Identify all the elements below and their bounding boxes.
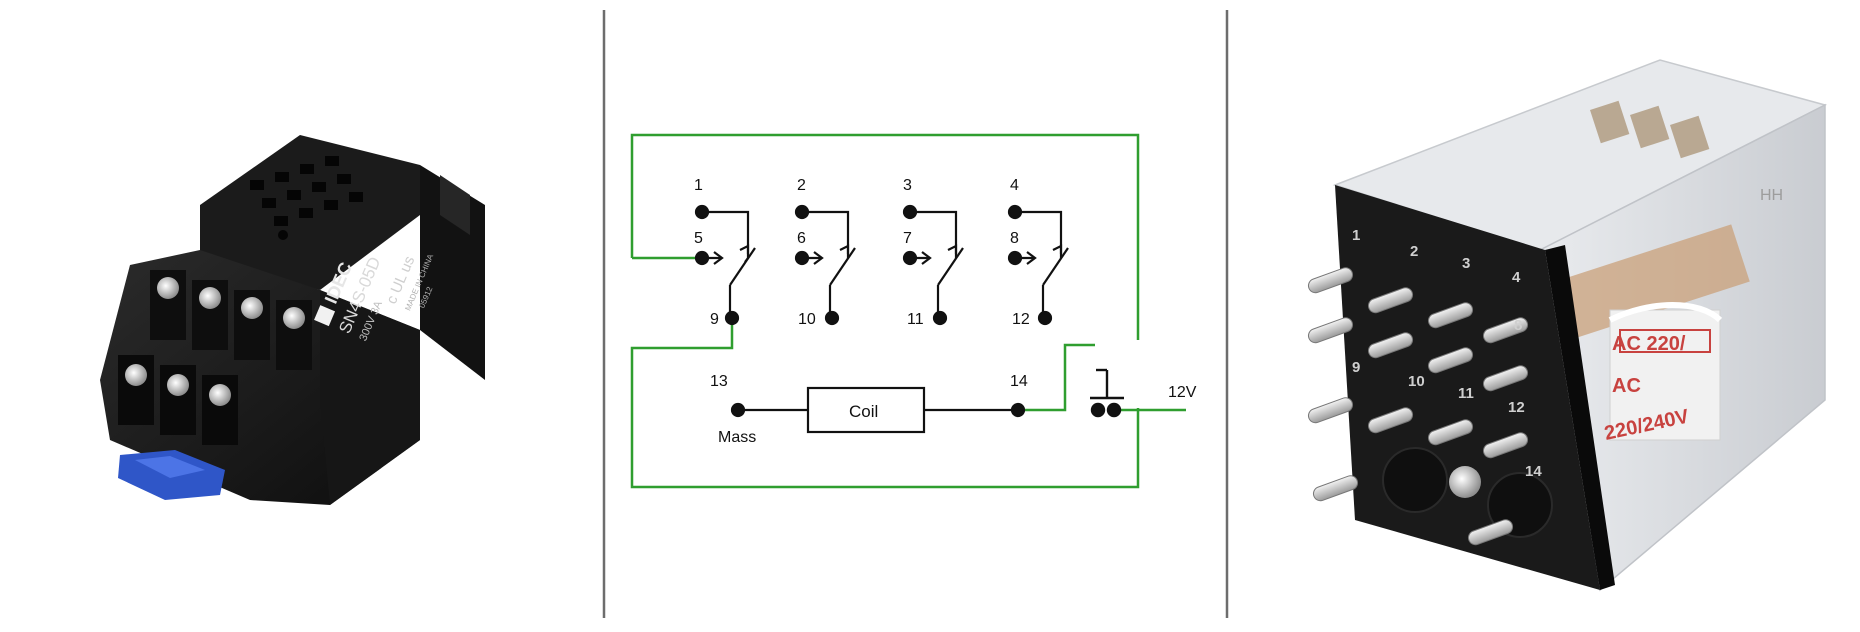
wire-top-loop [630,133,1140,340]
ground-label: Mass [718,429,756,446]
terminal-label-9: 9 [710,311,719,328]
relay-base-edge [1545,245,1615,590]
terminal-label-10: 10 [798,311,816,328]
relay-side-brand: HH [1760,187,1783,204]
terminal-label-7: 7 [903,230,912,247]
screw-icon [209,384,231,406]
relay-socket-photo: IDEC SN4S-05D 300V 3A c UL us MADE IN CH… [100,135,485,505]
wire-from-14 [1018,343,1095,412]
relay-coil-well-left [1382,447,1448,513]
terminal-label-11: 11 [907,311,924,328]
push-button-switch [1090,368,1124,418]
terminal-label-4: 4 [1010,177,1019,194]
wire-from-9 [630,318,1140,489]
coil-circuit [730,386,1026,434]
relay-schematic: 1 2 3 4 5 6 7 8 9 10 11 12 13 14 Coil Ma… [630,133,1197,489]
screw-icon [241,297,263,319]
relay-pin-label-11: 11 [1458,385,1474,402]
relay-pin-label-9: 9 [1352,359,1360,376]
relay-pin-label-8: 8 [1514,317,1522,334]
relay-internals: AC 220/ AC 220/240V HH [1559,100,1783,445]
terminal-label-3: 3 [903,177,912,194]
terminal-label-2: 2 [797,177,806,194]
socket-side-face [320,290,420,505]
relay-pin-label-14: 14 [1525,463,1542,480]
relay-pin-labels: 1 2 3 4 8 9 10 11 12 14 [1352,227,1542,480]
relay-pin-label-2: 2 [1410,243,1418,260]
terminal-label-8: 8 [1010,230,1019,247]
terminal-label-5: 5 [694,230,703,247]
socket-right-fin-2 [440,175,470,235]
relay-pin-label-1: 1 [1352,227,1360,244]
terminal-label-14: 14 [1010,373,1028,390]
coil-rating-2: AC [1612,375,1641,397]
contact-set-3 [902,204,964,326]
screw-icon [283,307,305,329]
screw-icon [199,287,221,309]
socket-pin-holes [250,156,363,240]
relay-pin-label-10: 10 [1408,373,1425,390]
screw-icon [125,364,147,386]
socket-lower-terminals [118,355,238,445]
terminal-label-13: 13 [710,373,728,390]
relay-pin-label-4: 4 [1512,269,1521,286]
screw-icon [167,374,189,396]
green-wiring [630,133,1186,489]
contact-sets [694,204,1069,326]
relay-pin-label-3: 3 [1462,255,1470,272]
terminal-label-12: 12 [1012,311,1030,328]
contact-set-1 [694,204,756,326]
relay-photo: AC 220/ AC 220/240V HH [1307,59,1828,592]
terminal-labels: 1 2 3 4 5 6 7 8 9 10 11 12 13 14 [694,177,1030,390]
coil-box [806,386,926,434]
contact-set-2 [794,204,856,326]
terminal-label-6: 6 [797,230,806,247]
coil-label: Coil [849,402,878,421]
relay-pin-label-12: 12 [1508,399,1525,416]
supply-label: 12V [1168,384,1197,401]
screw-icon [1449,466,1481,498]
din-clip-highlight [135,456,205,478]
terminal-label-1: 1 [694,177,703,194]
contact-set-4 [1007,204,1069,326]
coil-rating-1: AC 220/ [1612,333,1686,355]
screw-icon [157,277,179,299]
socket-upper-terminals [150,270,312,370]
relay-pins [1307,267,1529,546]
